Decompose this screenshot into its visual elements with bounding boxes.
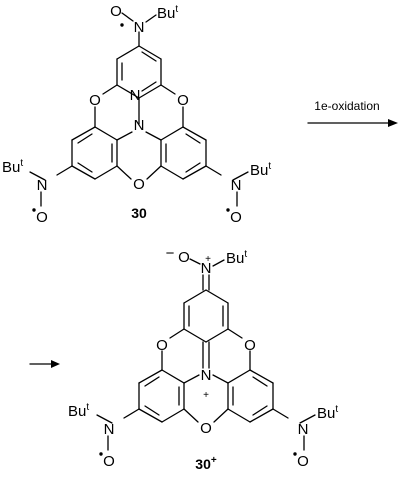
o-bridge-label: O	[133, 176, 145, 193]
tbutyl-label: But	[250, 161, 271, 179]
o-top-label: O	[178, 249, 190, 266]
product-30-cation-structure: O O O N + N + O − But N O But N O But 30…	[68, 245, 338, 472]
n-right-label: N	[298, 421, 309, 438]
o-minus-charge: −	[166, 245, 175, 262]
n-top-label: N	[134, 19, 145, 36]
n-left-label: N	[37, 177, 48, 194]
n-center-label: N	[201, 367, 212, 384]
top-ring	[116, 45, 162, 99]
o-right-label: O	[230, 209, 242, 226]
reactant-compound-id: 30	[131, 205, 147, 221]
radical-dot	[293, 452, 297, 456]
o-right-label: O	[297, 453, 309, 470]
o-bridge-label: O	[177, 92, 189, 109]
n-plus-charge: +	[203, 390, 209, 401]
n-bond-left	[116, 131, 133, 141]
o-bridge-label: O	[89, 92, 101, 109]
o-left-label: O	[36, 209, 48, 226]
left-ring	[71, 126, 118, 180]
tbutyl-label: But	[226, 249, 247, 267]
radical-dot	[99, 452, 103, 456]
right-ring	[160, 126, 207, 180]
radical-dot	[226, 208, 230, 212]
o-bridge-label: O	[156, 337, 168, 354]
reactant-30-structure: N N O O O N O But N O But N O But 30	[2, 3, 271, 226]
tbutyl-label: But	[157, 4, 178, 22]
oxidation-arrow: 1e-oxidation	[307, 99, 398, 127]
product-compound-id: 30+	[195, 455, 217, 472]
o-bridge-label: O	[244, 337, 256, 354]
n-top-label: N	[201, 260, 212, 277]
arrow-label: 1e-oxidation	[314, 99, 379, 113]
n-bond-right	[145, 131, 162, 141]
continuation-arrow	[29, 360, 60, 368]
n-center-label: N	[130, 87, 141, 104]
radical-dot	[32, 208, 36, 212]
o-top-label: O	[110, 3, 122, 20]
n-left-label: N	[104, 421, 115, 438]
tbutyl-label: But	[2, 158, 23, 176]
tbutyl-label: But	[68, 402, 89, 420]
n-top-plus-charge: +	[205, 254, 211, 265]
o-left-label: O	[103, 453, 115, 470]
tbutyl-label: But	[317, 404, 338, 422]
n-center-label: N	[134, 117, 145, 134]
n-right-label: N	[231, 177, 242, 194]
o-bridge-label: O	[200, 420, 212, 437]
radical-dot	[120, 23, 124, 27]
